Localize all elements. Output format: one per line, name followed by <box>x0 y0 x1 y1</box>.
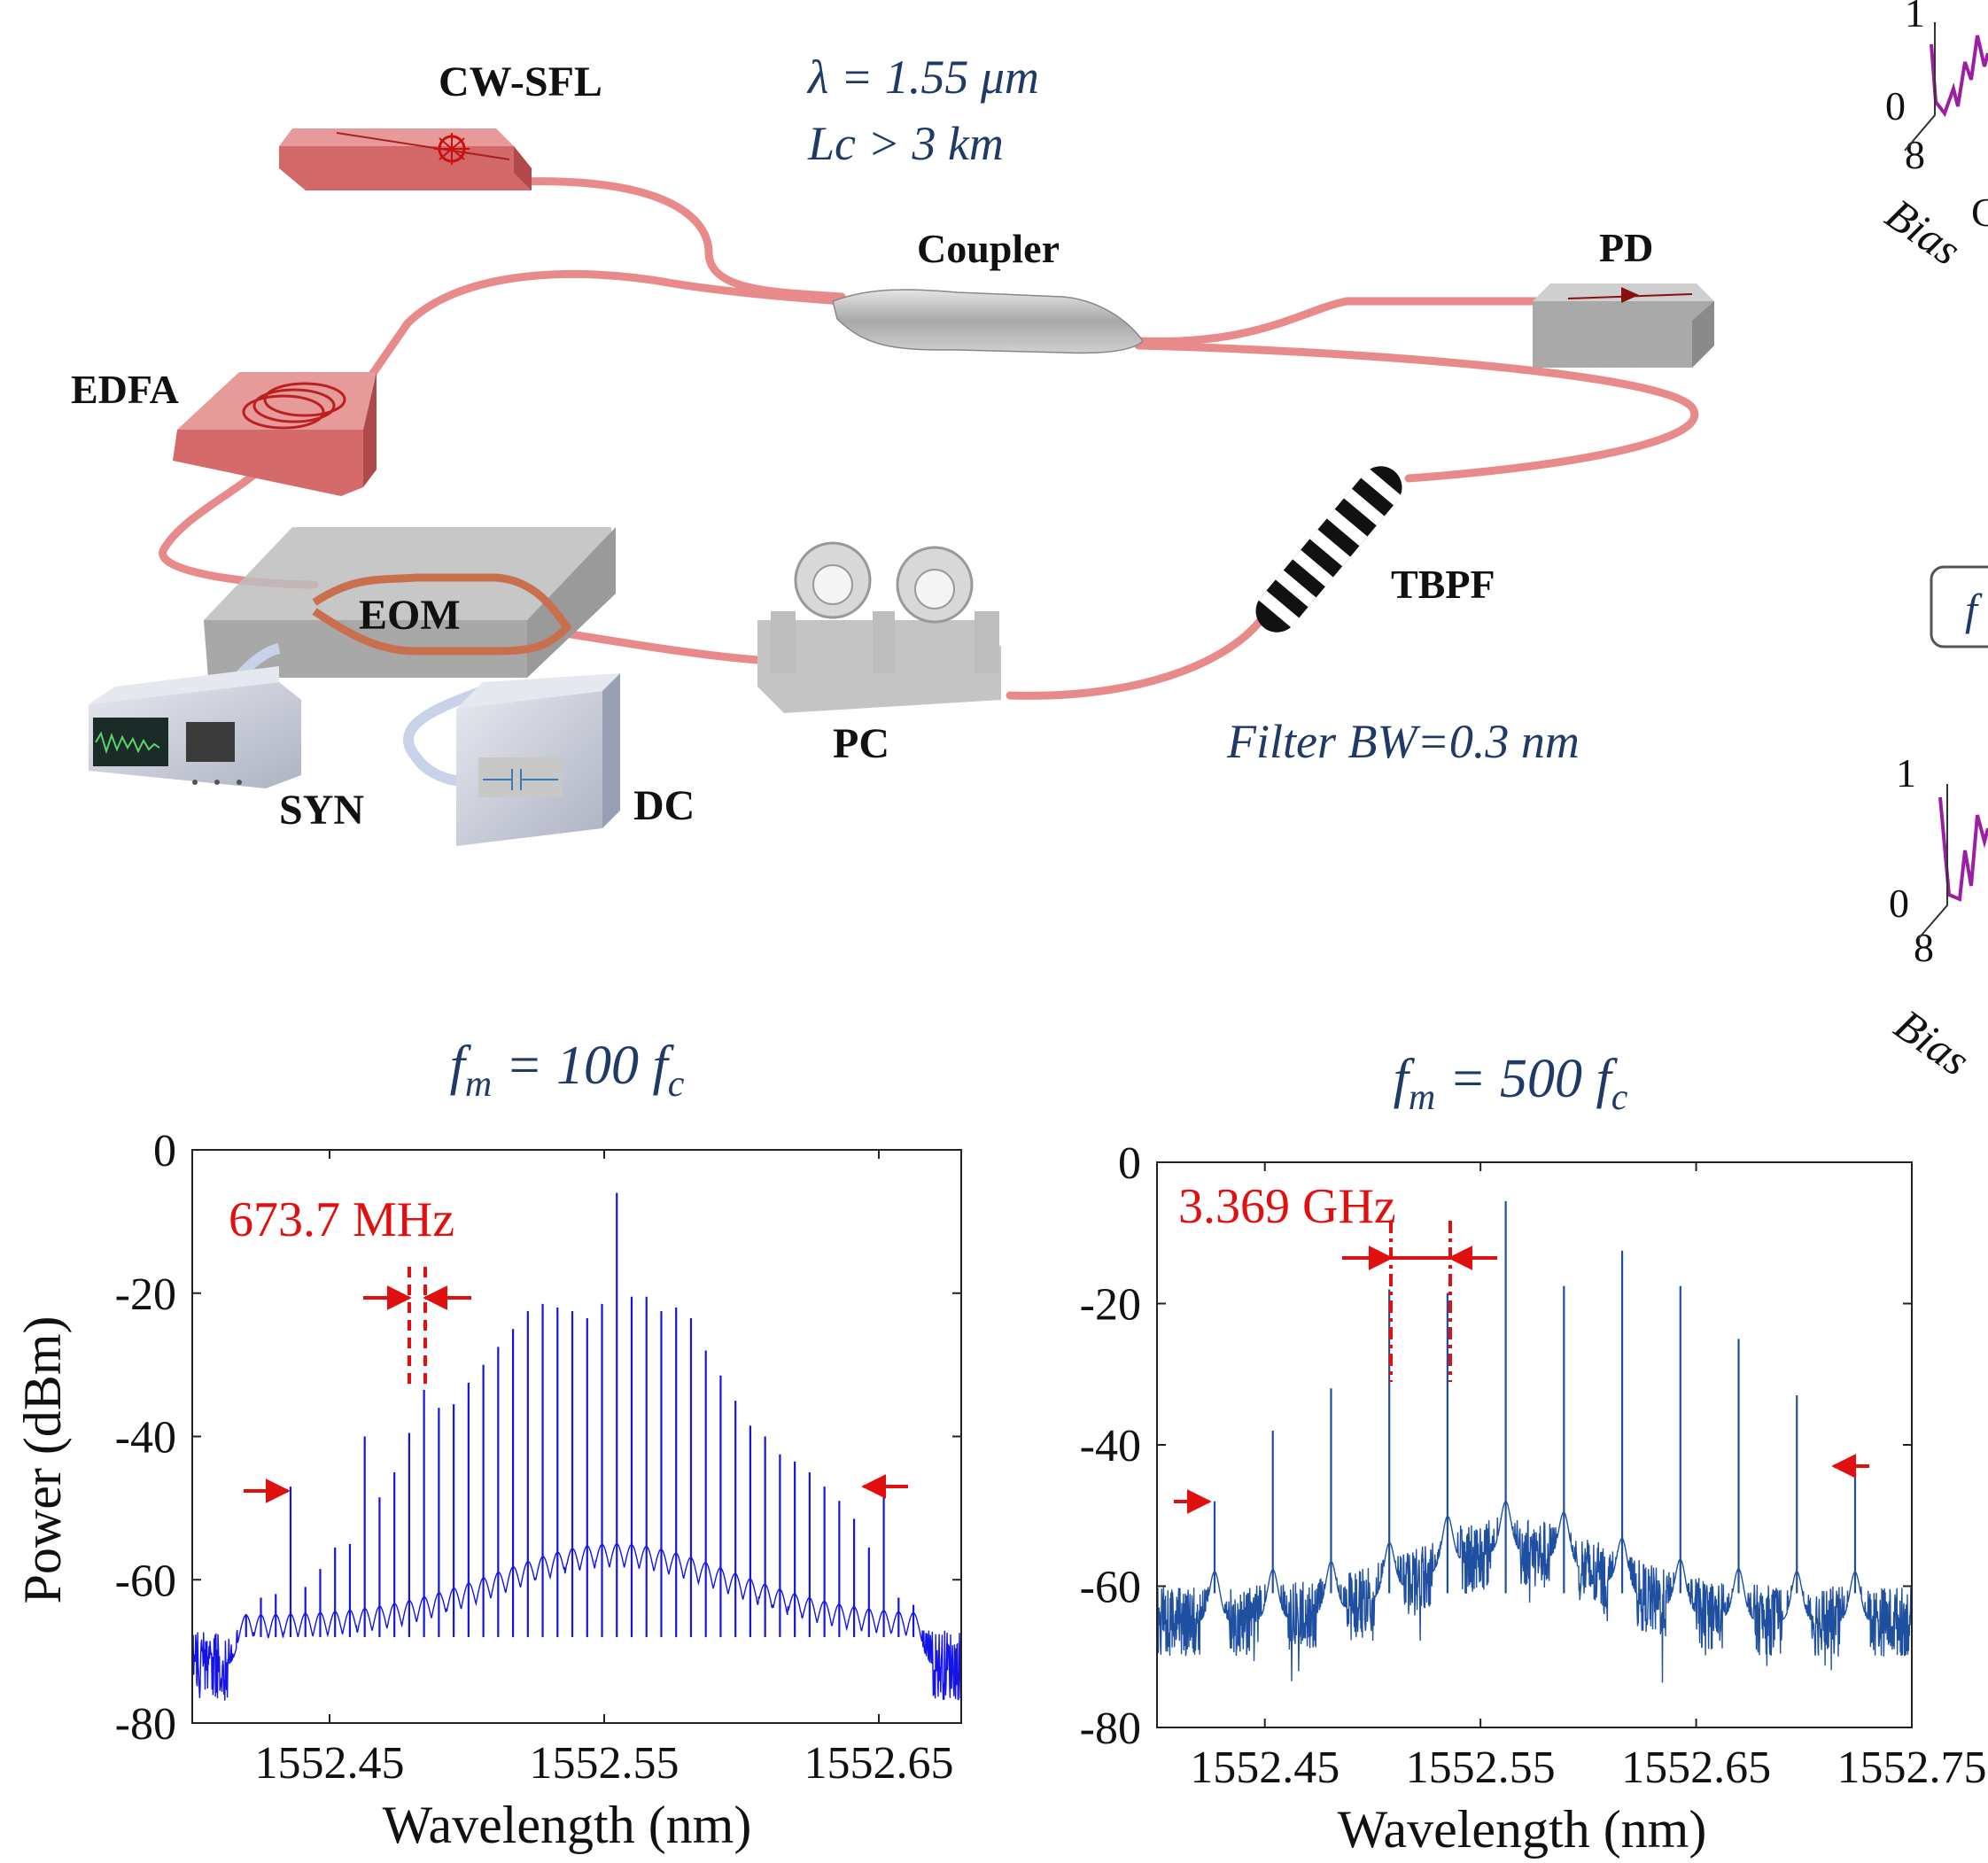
x-tick-label: 1552.45 <box>1190 1743 1340 1793</box>
fragment-middle-box <box>1930 565 1988 648</box>
chart-2-xlabel: Wavelength (nm) <box>1338 1800 1707 1859</box>
cable-dc <box>403 686 485 787</box>
spectrum-trace <box>191 1543 962 1701</box>
fragment-bottom-curve <box>1938 796 1988 902</box>
y-tick-label: -40 <box>115 1413 176 1463</box>
chart-2-title: fm = 500 fc <box>1394 1049 1628 1118</box>
y-tick-label: -80 <box>1080 1704 1141 1754</box>
fiber-coupler-to-pd <box>1134 297 1541 345</box>
fiber-edfa-to-coupler <box>363 269 846 385</box>
spectrum-trace <box>1156 1501 1913 1683</box>
x-tick-label: 1552.75 <box>1837 1743 1987 1793</box>
x-tick-label: 1552.65 <box>804 1738 954 1789</box>
cropped-side-panels: 1 0 8 C Bias f 1 0 8 Bias <box>1877 0 1988 1085</box>
fragment-bottom-tick-zero: 0 <box>1889 881 1909 926</box>
plot-frame <box>1156 1161 1913 1728</box>
y-tick-label: 0 <box>153 1126 176 1176</box>
fragment-top-extra: C <box>1971 190 1988 235</box>
y-tick-label: -20 <box>115 1269 176 1320</box>
fragment-top-axis <box>1904 22 1936 151</box>
y-tick-label: -20 <box>1080 1280 1141 1331</box>
label-edfa: EDFA <box>71 367 179 412</box>
chart-2: fm = 500 fc 0 -20 -40 -60 -80 1552.45 1552.55 1… <box>1080 1049 1987 1859</box>
fragment-top-curve <box>1930 35 1988 118</box>
label-syn: SYN <box>279 787 364 834</box>
note-filter-bandwidth: Filter BW=0.3 nm <box>1226 715 1580 768</box>
tbpf <box>1255 466 1402 633</box>
label-pc: PC <box>833 720 889 767</box>
synthesizer <box>89 666 301 788</box>
fragment-bottom-tick-high: 1 <box>1896 750 1916 796</box>
chart-1-xlabel: Wavelength (nm) <box>383 1796 752 1854</box>
x-tick-label: 1552.65 <box>1621 1743 1771 1793</box>
y-tick-label: -60 <box>115 1556 176 1606</box>
eom <box>204 527 616 678</box>
fiber-coupler-to-tbpf <box>1134 341 1699 483</box>
label-eom: EOM <box>359 592 461 639</box>
y-tick-label: -40 <box>1080 1421 1141 1471</box>
fragment-top-tick-high: 1 <box>1905 0 1925 35</box>
polarization-controller <box>757 541 1001 713</box>
label-coupler: Coupler <box>917 226 1060 271</box>
label-tbpf: TBPF <box>1391 562 1495 607</box>
chart-2-annotation: 3.369 GHz <box>1178 1179 1396 1234</box>
note-coherence: Lc > 3 km <box>807 117 1004 170</box>
chart-1-annotation: 673.7 MHz <box>229 1192 454 1247</box>
fragment-bottom-axis <box>1917 784 1948 940</box>
photodetector <box>1533 283 1714 368</box>
x-tick-label: 1552.45 <box>255 1738 405 1789</box>
fragment-top-bias: Bias <box>1877 189 1970 275</box>
label-pd: PD <box>1599 225 1653 270</box>
y-tick-label: -60 <box>1080 1563 1141 1613</box>
fragment-bottom-bias: Bias <box>1886 999 1979 1085</box>
edfa <box>173 372 377 496</box>
fiber-laser-to-coupler <box>514 177 846 301</box>
chart-1-plot: 0 -20 -40 -60 -80 1552.45 1552.55 1552.65 <box>115 1126 962 1789</box>
fiber-tbpf-to-pc <box>1006 607 1271 700</box>
chart-1-ylabel: Power (dBm) <box>13 1316 72 1604</box>
fragment-top-tick-zero: 0 <box>1885 83 1906 128</box>
y-tick-label: -80 <box>115 1699 176 1750</box>
dc-source <box>456 673 620 846</box>
chart-1-title: fm = 100 fc <box>450 1036 685 1105</box>
chart-1: fm = 100 fc 0 -20 -40 -60 -80 1552.45 1552.55 1… <box>13 1036 962 1854</box>
cw-sfl-laser <box>279 128 532 190</box>
x-tick-label: 1552.55 <box>1406 1743 1556 1793</box>
label-cw-sfl: CW-SFL <box>439 58 602 105</box>
label-dc: DC <box>633 782 695 829</box>
chart-2-plot: 0 -20 -40 -60 -80 1552.45 1552.55 1552.65 1552.7… <box>1080 1138 1987 1793</box>
setup-diagram: CW-SFL λ = 1.55 μm Lc > 3 km Coupler PD … <box>71 50 1714 846</box>
coupler <box>832 289 1144 354</box>
fragment-bottom-tick-eight: 8 <box>1914 925 1934 970</box>
note-wavelength: λ = 1.55 μm <box>806 50 1039 104</box>
x-tick-label: 1552.55 <box>530 1738 679 1789</box>
fiber-pc-to-eom <box>545 626 762 664</box>
y-tick-label: 0 <box>1118 1138 1141 1189</box>
fragment-middle-box-text: f <box>1965 585 1983 634</box>
